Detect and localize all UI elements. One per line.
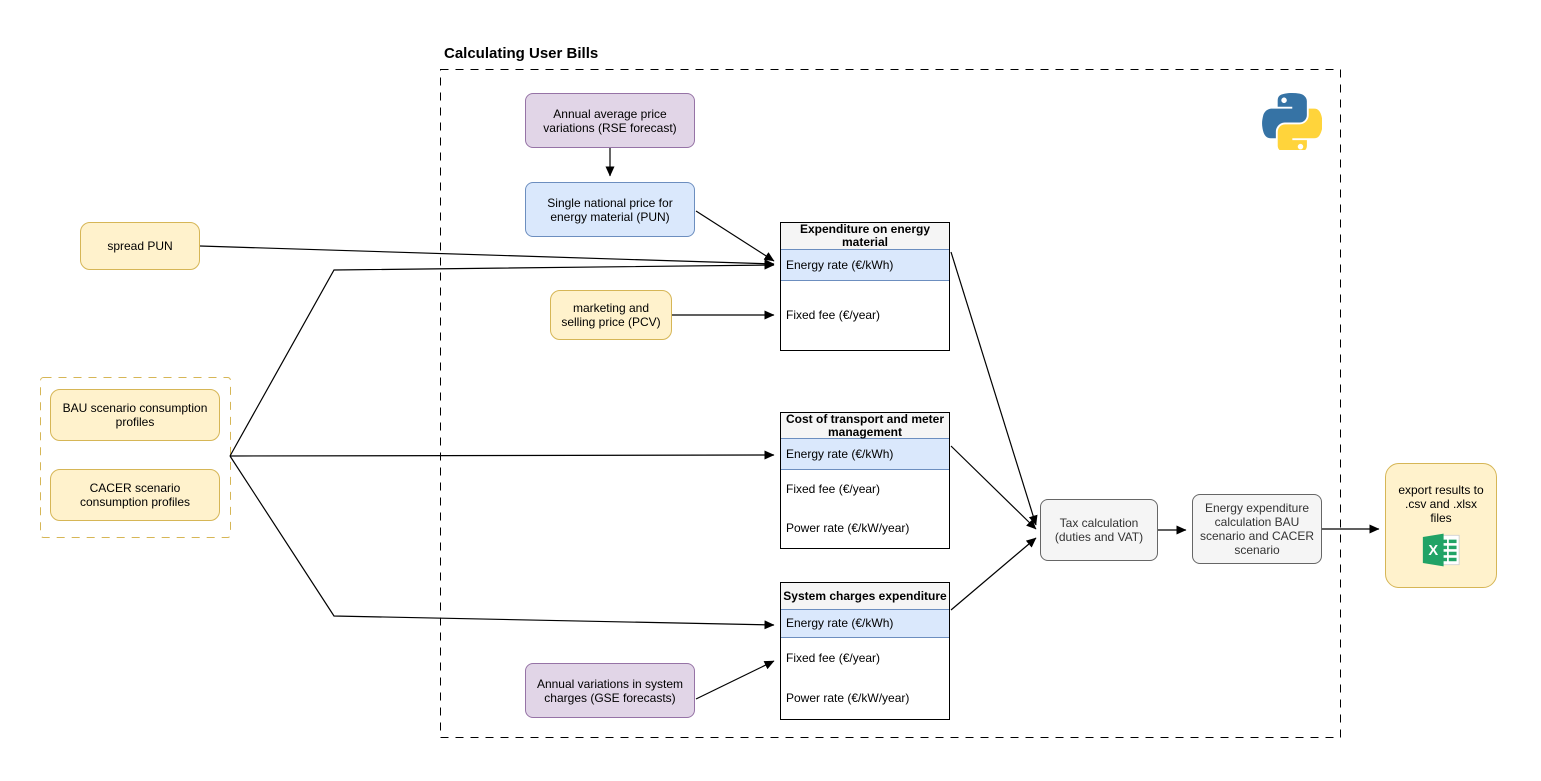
table-transport-meter: Cost of transport and meter management E… (780, 412, 950, 549)
node-label: spread PUN (107, 239, 173, 253)
node-cacer-profiles: CACER scenario consumption profiles (50, 469, 220, 521)
python-logo (1262, 92, 1322, 150)
arrow-gse-to-system-fixed-fee (695, 660, 775, 700)
node-label: Tax calculation (duties and VAT) (1054, 516, 1144, 544)
table-row-fixed-fee: Fixed fee (€/year) (786, 482, 881, 496)
table-row-power-rate: Power rate (€/kW/year) (786, 691, 910, 705)
table-system-charges: System charges expenditure Energy rate (… (780, 582, 950, 720)
table-row-energy-rate: Energy rate (€/kWh) (781, 438, 949, 470)
arrow-system-charges-to-tax (950, 537, 1037, 611)
table-row-fixed-fee: Fixed fee (€/year) (786, 650, 881, 665)
node-label: CACER scenario consumption profiles (79, 481, 191, 509)
node-energy-expenditure-calc: Energy expenditure calculation BAU scena… (1192, 494, 1322, 564)
node-label: Energy expenditure calculation BAU scena… (1199, 501, 1315, 557)
table-row-fixed-fee: Fixed fee (€/year) (786, 308, 881, 322)
table-row-power-rate: Power rate (€/kW/year) (786, 521, 910, 535)
page-title: Calculating User Bills (444, 45, 599, 62)
node-tax-calculation: Tax calculation (duties and VAT) (1040, 499, 1158, 561)
arrow-profiles-to-transport-rate (229, 450, 775, 460)
node-label: Annual variations in system charges (GSE… (536, 676, 684, 705)
arrow-profiles-to-energy-material-rate (229, 260, 775, 457)
arrow-pun-to-energy-material-rate (695, 210, 775, 262)
arrow-spread-pun-to-energy-material-rate (199, 245, 775, 269)
table-row-energy-rate: Energy rate (€/kWh) (781, 609, 949, 638)
table-header: System charges expenditure (781, 583, 949, 610)
node-label: marketing and selling price (PCV) (561, 301, 661, 329)
node-label: Single national price for energy materia… (547, 195, 673, 224)
node-spread-pun: spread PUN (80, 222, 200, 270)
node-bau-profiles: BAU scenario consumption profiles (50, 389, 220, 441)
arrow-transport-to-tax (950, 445, 1037, 530)
arrow-energy-material-to-tax (950, 251, 1038, 526)
node-gse-forecast: Annual variations in system charges (GSE… (525, 663, 695, 718)
node-label: BAU scenario consumption profiles (62, 401, 208, 429)
node-export-results: export results to .csv and .xlsx files X (1385, 463, 1497, 588)
table-header: Expenditure on energy material (781, 223, 949, 250)
svg-text:X: X (1428, 543, 1438, 559)
node-rse-forecast: Annual average price variations (RSE for… (525, 93, 695, 148)
node-pun: Single national price for energy materia… (525, 182, 695, 237)
node-label: Annual average price variations (RSE for… (543, 106, 677, 135)
table-energy-material: Expenditure on energy material Energy ra… (780, 222, 950, 351)
table-header: Cost of transport and meter management (781, 412, 949, 439)
node-pcv: marketing and selling price (PCV) (550, 290, 672, 340)
node-label: export results to .csv and .xlsx files (1398, 482, 1484, 525)
arrow-profiles-to-system-charges-rate (229, 455, 775, 630)
table-row-energy-rate: Energy rate (€/kWh) (781, 249, 949, 281)
excel-icon: X (1422, 533, 1460, 566)
